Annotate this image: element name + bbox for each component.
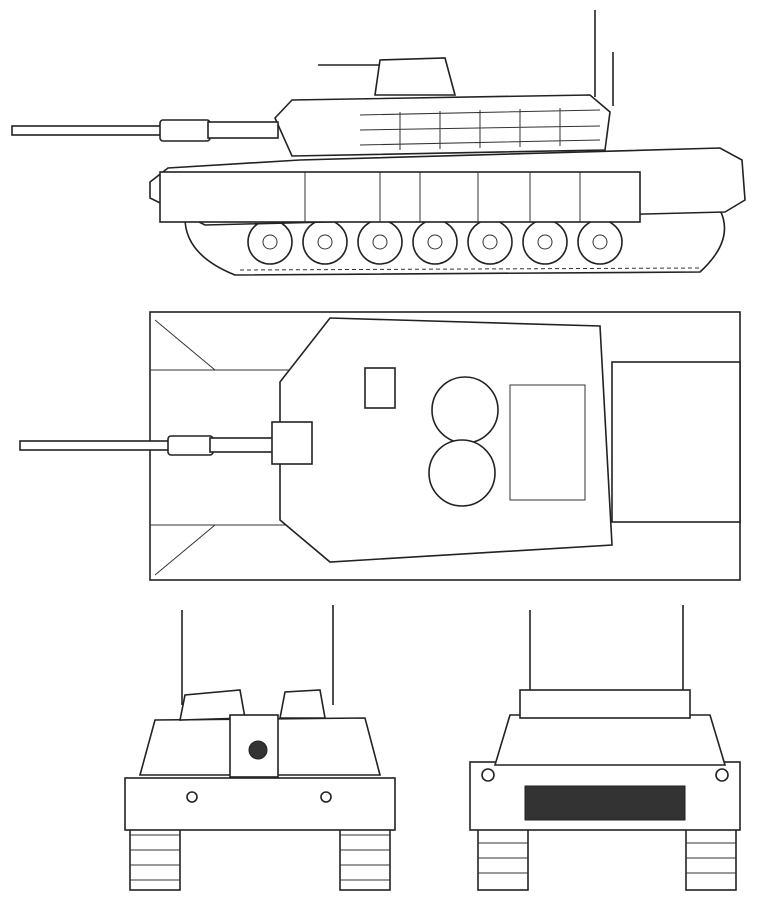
side-turret xyxy=(274,94,611,157)
road-wheel xyxy=(467,219,513,265)
rear-light-left xyxy=(481,768,495,782)
front-cupola xyxy=(179,689,326,721)
front-view xyxy=(124,605,396,891)
front-antennas xyxy=(181,605,334,705)
front-light-left xyxy=(186,791,198,803)
top-bore-evacuator xyxy=(167,435,214,456)
wheel-hub xyxy=(482,234,498,250)
front-hull xyxy=(124,777,396,831)
side-view xyxy=(11,10,746,276)
top-gun-barrel xyxy=(19,440,171,451)
wheel-hub xyxy=(427,234,443,250)
skirt-panels xyxy=(304,172,581,222)
front-gun-muzzle xyxy=(248,740,268,760)
road-wheel xyxy=(522,219,568,265)
antenna-icon xyxy=(594,10,614,106)
road-wheel xyxy=(357,219,403,265)
top-mantlet xyxy=(209,437,281,453)
rear-bustle xyxy=(519,689,691,719)
exhaust-grille xyxy=(524,785,686,821)
wheel-hub xyxy=(372,234,388,250)
front-light-right xyxy=(320,791,332,803)
wheel-hub xyxy=(592,234,608,250)
commander-cupola xyxy=(374,57,457,96)
top-turret xyxy=(279,317,613,563)
road-wheel xyxy=(302,219,348,265)
engine-deck xyxy=(611,361,741,523)
side-skirts xyxy=(159,171,641,223)
top-fenders xyxy=(150,319,290,576)
wheel-hub xyxy=(262,234,278,250)
road-wheel xyxy=(412,219,458,265)
wheel-hub xyxy=(317,234,333,250)
gun-trunnion xyxy=(271,421,313,465)
road-wheel xyxy=(577,219,623,265)
commander-hatch xyxy=(431,376,499,444)
rear-view xyxy=(469,605,741,891)
gun-barrel xyxy=(11,125,163,136)
rear-turret xyxy=(493,714,727,766)
bore-evacuator xyxy=(159,119,211,142)
wheel-hub xyxy=(537,234,553,250)
rear-antennas xyxy=(529,605,684,705)
bustle-rack xyxy=(509,384,586,501)
gun-mantlet xyxy=(207,121,279,139)
rear-light-right xyxy=(715,768,729,782)
turret-bustle-rack xyxy=(359,108,601,150)
gps-box xyxy=(364,367,396,409)
top-view xyxy=(19,311,741,581)
road-wheel xyxy=(247,219,293,265)
loader-hatch xyxy=(428,439,496,507)
